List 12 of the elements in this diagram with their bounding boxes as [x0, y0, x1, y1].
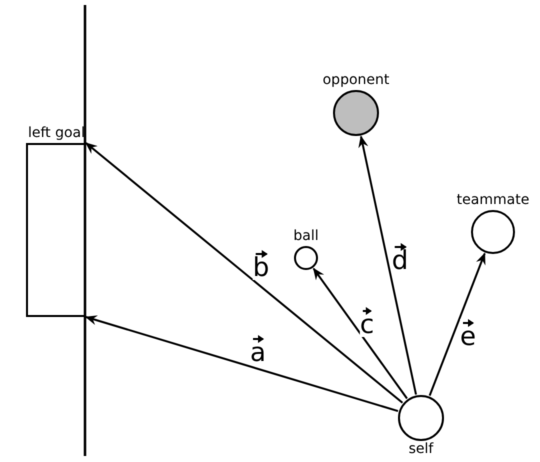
- arrow: [85, 315, 398, 412]
- arrow: [85, 142, 404, 404]
- node-label: self: [408, 441, 434, 457]
- edge-label: c: [360, 307, 374, 337]
- node-label: teammate: [456, 192, 530, 208]
- arrow: [428, 252, 486, 396]
- node-label: opponent: [322, 72, 390, 88]
- node-label: ball: [293, 228, 319, 244]
- node-label: left goal: [28, 125, 86, 141]
- arrow: [312, 268, 408, 400]
- edge-label: b: [252, 250, 270, 280]
- arrow: [358, 136, 417, 395]
